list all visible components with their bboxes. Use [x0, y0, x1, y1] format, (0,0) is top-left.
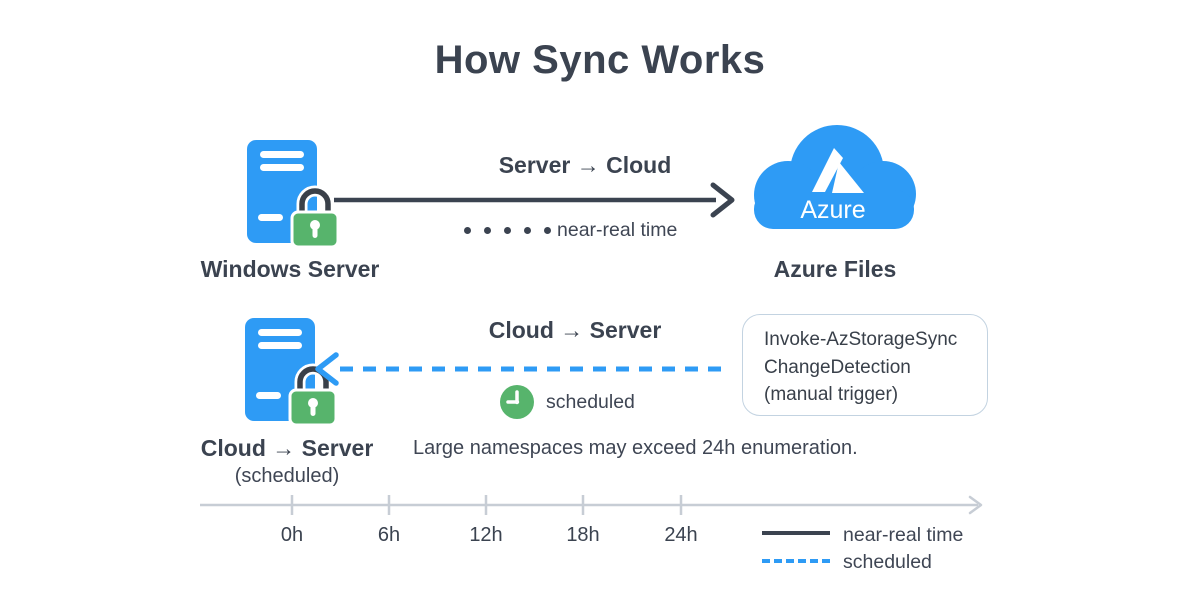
legend-scheduled-label: scheduled — [843, 551, 932, 573]
cloud-to-server-label: Cloud → Server — [488, 317, 662, 343]
windows-server-label: Windows Server — [200, 256, 380, 282]
dot-icon — [524, 227, 531, 234]
command-line-3: (manual trigger) — [764, 384, 899, 405]
sync-down-arrow — [315, 352, 730, 386]
command-line-1: Invoke-AzStorageSync — [764, 329, 958, 350]
server-icon — [245, 318, 338, 427]
sync-up-arrow — [334, 182, 735, 218]
dot-icon — [504, 227, 511, 234]
namespace-note: Large namespaces may exceed 24h enumerat… — [413, 437, 858, 459]
page-title: How Sync Works — [434, 38, 766, 82]
dot-icon — [544, 227, 551, 234]
command-box: Invoke-AzStorageSync ChangeDetection (ma… — [742, 314, 988, 416]
timeline-axis — [200, 495, 983, 515]
scheduled-sublabel: (scheduled) — [234, 465, 340, 487]
timeline-tick-label: 18h — [566, 524, 600, 546]
lock-icon — [288, 363, 338, 427]
lock-icon — [290, 185, 340, 249]
azure-files-label: Azure Files — [773, 256, 897, 282]
server-to-cloud-label: Server → Cloud — [498, 152, 672, 178]
clock-icon — [500, 385, 534, 419]
cloud-server-label: Cloud → Server — [200, 435, 374, 461]
near-real-time-label: near-real time — [557, 219, 678, 241]
timeline-tick-label: 24h — [664, 524, 698, 546]
scheduled-label: scheduled — [546, 391, 635, 413]
legend-near-real-time-line — [762, 531, 830, 535]
legend-near-real-time-label: near-real time — [843, 524, 964, 546]
command-line-2: ChangeDetection — [764, 356, 911, 378]
timeline-tick-label: 6h — [377, 524, 401, 546]
timeline-tick-label: 12h — [469, 524, 503, 546]
azure-logo: Azure — [800, 148, 866, 224]
svg-text:Azure: Azure — [800, 196, 865, 224]
dot-icon — [484, 227, 491, 234]
timeline-tick-label: 0h — [280, 524, 304, 546]
server-icon — [247, 140, 340, 249]
dot-icon — [464, 227, 471, 234]
azure-cloud-icon: Azure — [754, 125, 916, 229]
legend-scheduled-line — [762, 559, 830, 563]
